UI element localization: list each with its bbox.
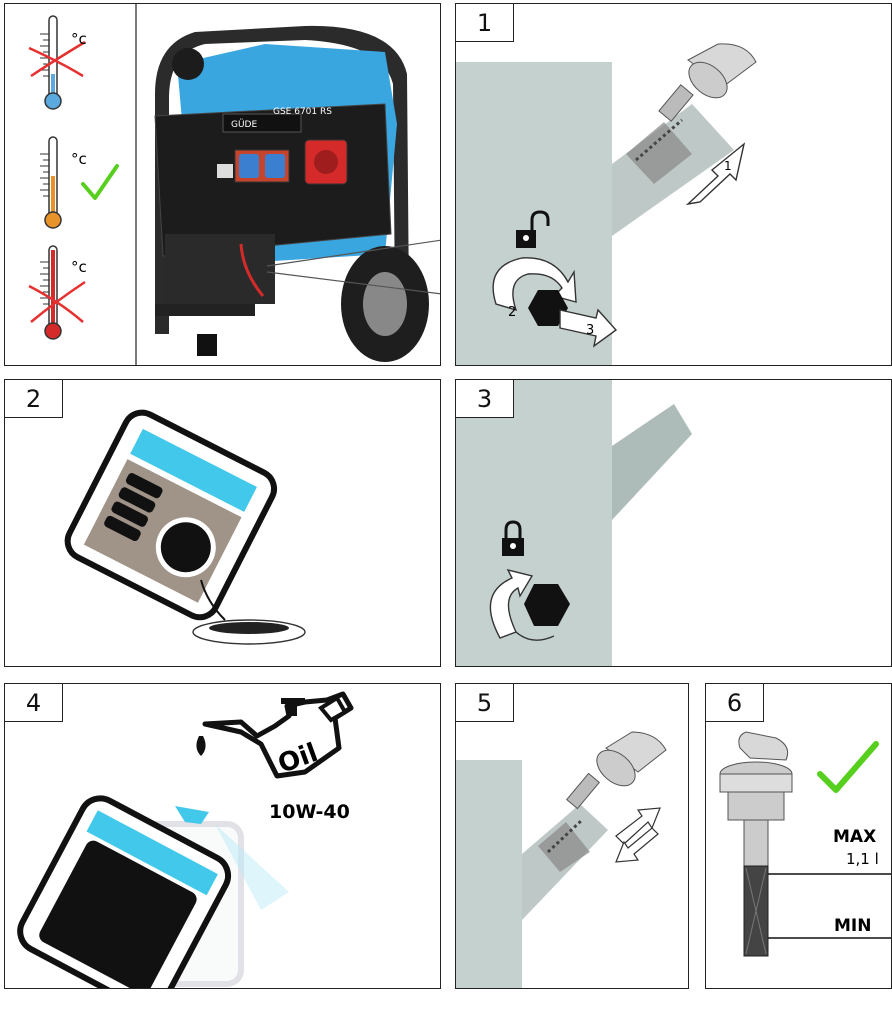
checkmark-icon xyxy=(820,744,876,790)
panel-2-illustration xyxy=(5,380,441,667)
generator-illustration xyxy=(155,26,441,362)
panel-1-illustration: 1 2 3 xyxy=(456,4,892,366)
panel-5-illustration xyxy=(456,684,689,989)
capacity-label: 1,1 l xyxy=(846,850,879,868)
step-number-1: 1 xyxy=(456,4,514,42)
panel-step-6: 6 MAX 1,1 l MIN xyxy=(705,683,892,989)
generator-brand-label: GÜDE xyxy=(231,119,257,130)
panel-3-illustration xyxy=(456,380,892,667)
thermo-unit-label-2: °c xyxy=(71,150,87,168)
step-2-label: 2 xyxy=(508,305,516,320)
panel-0-illustration: °c °c °c GÜDE GSE 6701 RS xyxy=(5,4,441,366)
step-3-label: 3 xyxy=(586,323,594,338)
oil-canister-icon xyxy=(61,406,280,623)
step-number-3: 3 xyxy=(456,380,514,418)
step-number-5: 5 xyxy=(456,684,514,722)
step-number-6: 6 xyxy=(706,684,764,722)
panel-step-4: 4 Oil 10W-40 xyxy=(4,683,441,989)
max-label: MAX xyxy=(833,827,876,847)
panel-step-2: 2 xyxy=(4,379,441,667)
panel-temperature-generator: °c °c °c GÜDE GSE 6701 RS xyxy=(4,3,441,366)
step-number-2: 2 xyxy=(5,380,63,418)
generator-model-label: GSE 6701 RS xyxy=(273,107,332,117)
panel-6-illustration: MAX 1,1 l MIN xyxy=(706,684,892,989)
thermo-unit-label-1: °c xyxy=(71,30,87,48)
thermo-unit-label-3: °c xyxy=(71,258,87,276)
panel-step-1: 1 1 2 3 xyxy=(455,3,892,366)
arrow-out-number: 1 xyxy=(724,159,732,173)
step-number-4: 4 xyxy=(5,684,63,722)
panel-step-5: 5 xyxy=(455,683,689,989)
oil-drop-icon xyxy=(196,736,205,756)
panel-4-illustration: Oil 10W-40 xyxy=(5,684,441,989)
dipstick-insert-icon xyxy=(567,732,666,809)
dipstick-check-icon xyxy=(720,732,792,956)
dipstick-icon xyxy=(659,44,756,121)
panel-step-3: 3 xyxy=(455,379,892,667)
oil-grade-label: 10W-40 xyxy=(269,801,350,823)
min-label: MIN xyxy=(834,916,871,936)
